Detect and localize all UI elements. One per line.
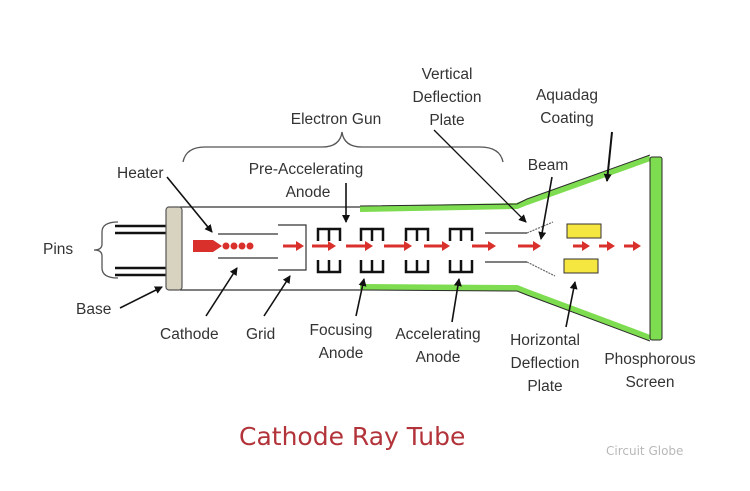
cathode-arrow: [205, 267, 238, 317]
electrodes: [316, 227, 474, 274]
label-pre-accelerating-anode-2: Anode: [286, 184, 331, 201]
label-focusing-anode-2: Anode: [319, 345, 364, 362]
accelerating-anode-bottom: [448, 260, 474, 274]
label-vertical-deflection-3: Plate: [429, 112, 464, 129]
electron-gun-brace: [182, 131, 504, 163]
label-cathode: Cathode: [160, 326, 219, 343]
beam-arrow-segment: [384, 241, 412, 251]
beam-arrow-segment: [283, 241, 304, 251]
label-electron-gun: Electron Gun: [291, 111, 381, 128]
focusing-anode-arrow: [355, 278, 367, 317]
beam-dot: [222, 242, 230, 250]
beam-arrow-segment: [624, 241, 641, 251]
label-vertical-deflection-2: Deflection: [413, 89, 482, 106]
beam-arrow-segment: [599, 241, 615, 251]
anode-top: [404, 227, 430, 241]
aquadag-arrow: [603, 131, 613, 182]
aquadag-coating: [359, 154, 652, 342]
label-horizontal-deflection-3: Plate: [527, 378, 562, 395]
vertical-deflection-plates: [485, 221, 556, 277]
label-phosphorous-2: Screen: [625, 374, 674, 391]
beam-dot: [238, 242, 246, 250]
focusing-anode-top: [359, 227, 385, 241]
control-grid: [278, 224, 307, 271]
phosphorous-screen: [649, 156, 663, 341]
beam-arrow-segment: [573, 241, 590, 251]
diagram-title: Cathode Ray Tube: [239, 422, 465, 451]
horizontal-deflection-plate-bottom: [563, 258, 599, 274]
pins: [115, 224, 167, 277]
label-base: Base: [76, 301, 111, 318]
label-beam: Beam: [528, 157, 569, 174]
accelerating-anode-top: [448, 227, 474, 241]
label-grid: Grid: [246, 326, 275, 343]
beam-arrow-segment: [472, 241, 496, 251]
focusing-anode-bottom: [359, 260, 385, 274]
tube-base: [165, 206, 183, 291]
base-arrow: [119, 286, 163, 309]
tube-neck: [180, 206, 360, 291]
electron-beam: [283, 241, 641, 251]
label-horizontal-deflection-1: Horizontal: [510, 332, 580, 349]
anode-bottom: [404, 260, 430, 274]
label-horizontal-deflection-2: Deflection: [511, 355, 580, 372]
label-phosphorous-1: Phosphorous: [604, 351, 696, 368]
label-pins: Pins: [43, 241, 73, 258]
beam-arrow-segment: [424, 241, 450, 251]
beam-arrow-segment: [518, 241, 541, 251]
label-vertical-deflection-1: Vertical: [422, 66, 473, 83]
cathode-sleeve: [218, 233, 278, 259]
label-accelerating-anode-1: Accelerating: [395, 326, 480, 343]
pins-brace: [93, 221, 119, 279]
accelerating-anode-arrow: [451, 278, 462, 323]
label-pre-accelerating-anode-1: Pre-Accelerating: [249, 161, 364, 178]
beam-arrow: [538, 176, 553, 240]
pre-accelerating-anode-top: [316, 227, 342, 241]
beam-arrow-segment: [312, 241, 336, 251]
horizontal-deflection-plate-top: [566, 223, 602, 239]
label-aquadag-1: Aquadag: [536, 87, 598, 104]
label-accelerating-anode-2: Anode: [416, 349, 461, 366]
label-aquadag-2: Coating: [540, 110, 593, 127]
heater-arrow: [166, 176, 213, 233]
pre-accelerating-anode-bottom: [316, 260, 342, 274]
horizontal-deflection-arrow: [565, 281, 578, 328]
vertical-deflection-arrow: [433, 129, 527, 223]
label-focusing-anode-1: Focusing: [310, 322, 373, 339]
label-heater: Heater: [117, 165, 164, 182]
watermark: Circuit Globe: [606, 444, 683, 458]
beam-dot: [230, 242, 238, 250]
grid-arrow: [263, 275, 291, 317]
pointer-arrows: [119, 129, 613, 328]
cathode-element: [193, 240, 222, 252]
beam-arrow-segment: [346, 241, 373, 251]
beam-dot: [246, 242, 254, 250]
